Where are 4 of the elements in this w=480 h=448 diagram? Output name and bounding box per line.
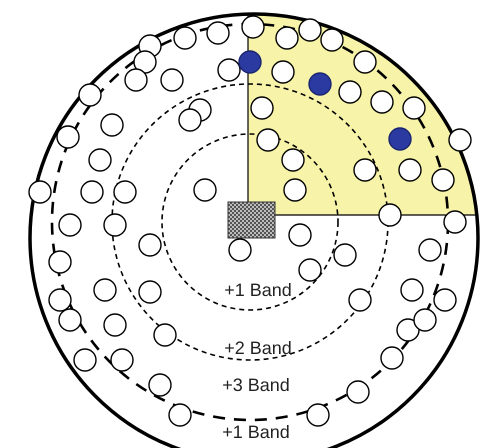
band-label: +1 Band: [224, 280, 292, 300]
band-label: +1 Band: [222, 422, 290, 442]
band-label: +2 Band: [224, 338, 292, 358]
band-label: +3 Band: [222, 375, 290, 395]
